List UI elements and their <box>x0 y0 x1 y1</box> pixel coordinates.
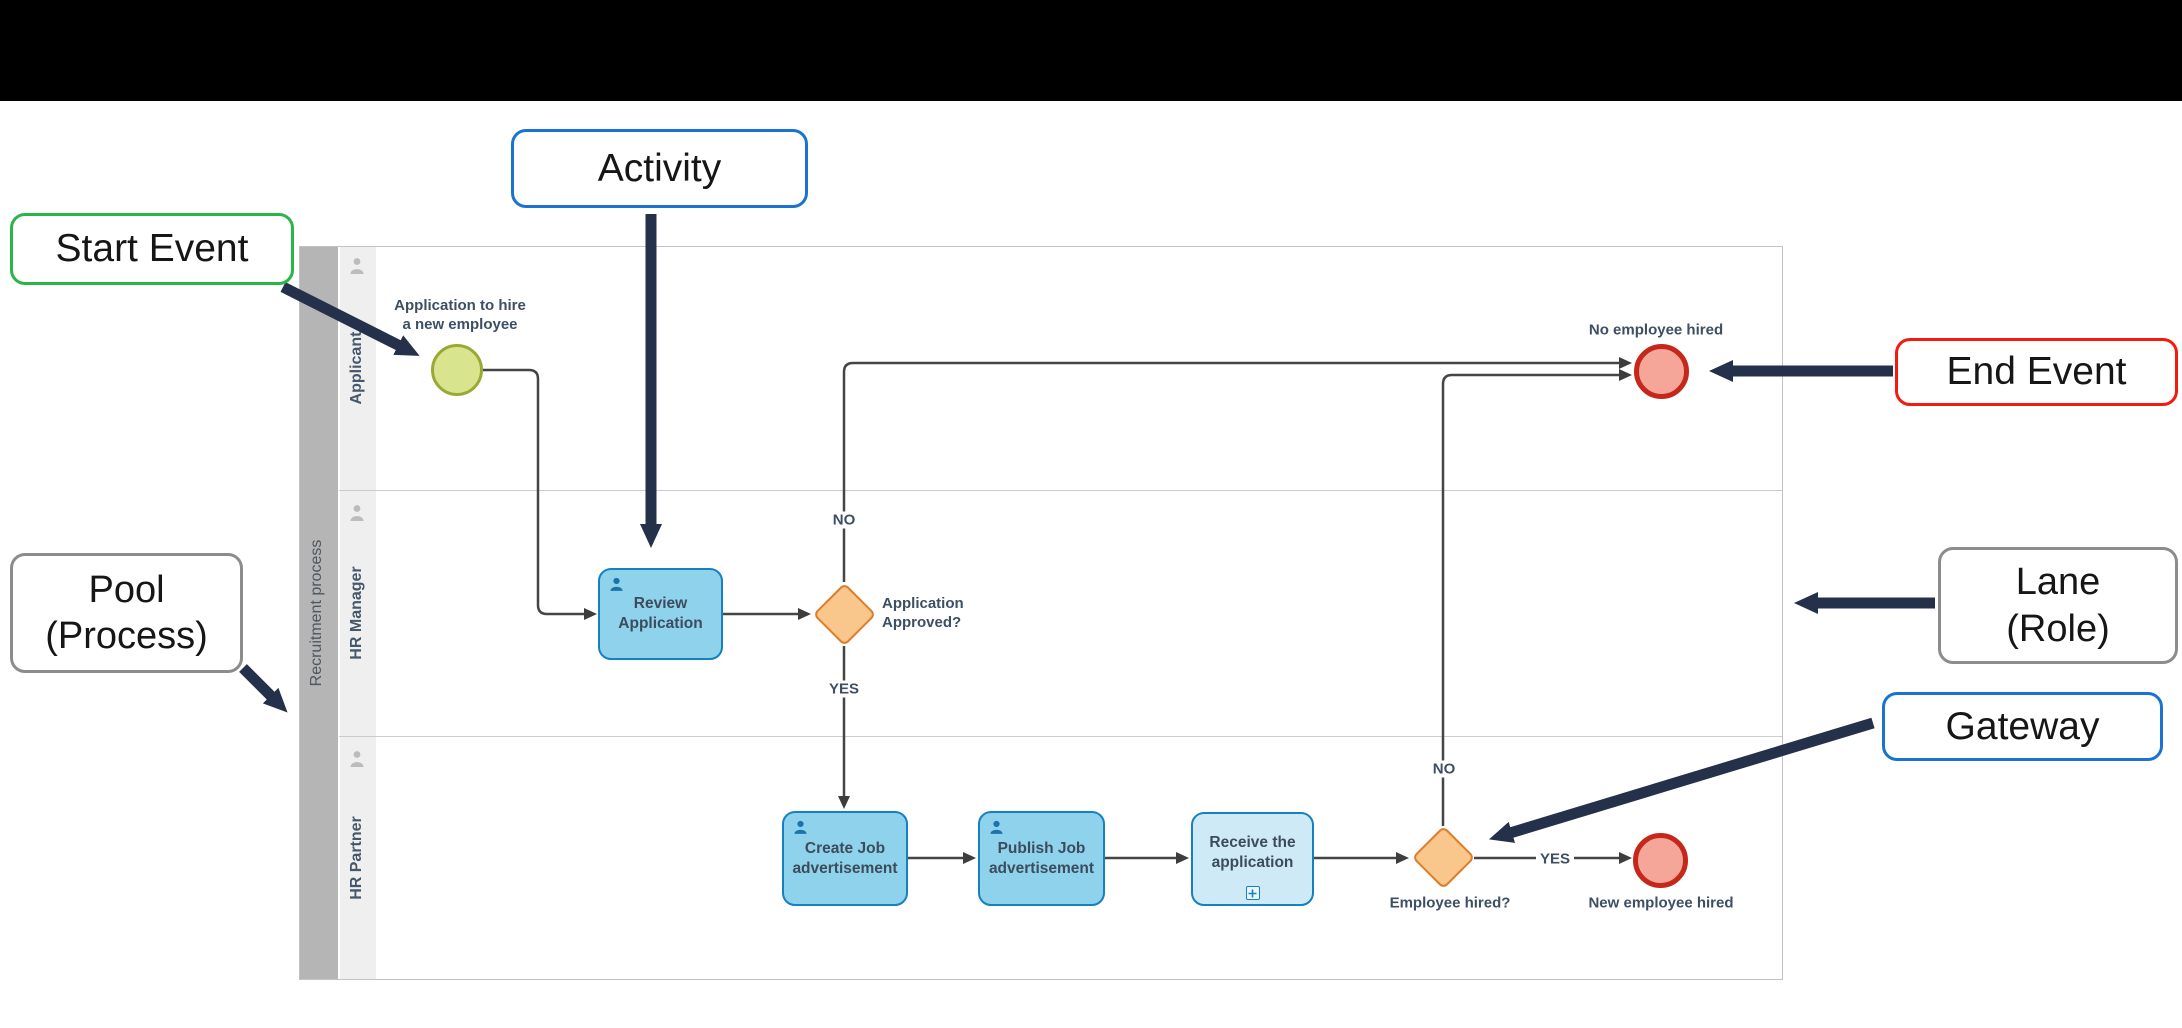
task-create-job-advertisement[interactable]: Create Job advertisement <box>782 811 908 906</box>
end-event-no-employee-hired[interactable] <box>1633 343 1689 399</box>
lane-divider-1 <box>339 490 1782 491</box>
callout-label: Activity <box>597 146 722 190</box>
callout-start-event: Start Event <box>10 213 294 285</box>
end-event1-label: No employee hired <box>1588 321 1724 339</box>
callout-label: Pool <box>88 568 165 611</box>
lane-label-hr-partner: HR Partner <box>348 816 365 900</box>
callout-label: End Event <box>1946 350 2127 394</box>
callout-lane: Lane (Role) <box>1938 547 2178 664</box>
flow-label-no: NO <box>1428 760 1460 778</box>
flow-label-yes: YES <box>1535 850 1575 868</box>
arrow-to-pool <box>239 664 288 713</box>
task-review-application[interactable]: Review Application <box>598 568 723 660</box>
callout-label: Start Event <box>55 227 249 271</box>
end-event-new-employee-hired[interactable] <box>1632 832 1688 888</box>
task-receive-application[interactable]: Receive the application <box>1191 812 1314 906</box>
callout-end-event: End Event <box>1895 338 2178 406</box>
top-banner <box>0 0 2182 101</box>
user-icon <box>794 820 807 834</box>
lane-label-applicant: Applicant <box>348 331 365 405</box>
task-label: Receive the application <box>1209 834 1296 871</box>
pool-title-bar <box>300 247 339 979</box>
end-event2-label: New employee hired <box>1588 894 1734 912</box>
lane-header-strip <box>340 247 376 979</box>
task-label: Create Job advertisement <box>792 839 898 877</box>
task-label: Review Application <box>618 595 703 632</box>
callout-label: Gateway <box>1945 704 2100 748</box>
task-label: Publish Job advertisement <box>988 839 1095 877</box>
flow-label-yes: YES <box>824 680 864 698</box>
lane-label-hr-manager: HR Manager <box>348 566 365 660</box>
callout-label: (Role) <box>2006 607 2110 650</box>
gateway1-label: Application Approved? <box>882 595 964 631</box>
callout-label: Lane <box>2015 561 2101 604</box>
person-icon <box>350 258 364 274</box>
user-icon <box>610 577 623 591</box>
person-icon <box>350 751 364 767</box>
pool-title: Recruitment process <box>308 539 325 687</box>
task-publish-job-advertisement[interactable]: Publish Job advertisement <box>978 811 1105 906</box>
callout-activity: Activity <box>511 129 808 208</box>
person-icon <box>350 505 364 521</box>
lane-divider-2 <box>339 736 1782 737</box>
start-event-label: Application to hire a new employee <box>394 297 526 333</box>
user-icon <box>990 820 1003 834</box>
callout-pool: Pool (Process) <box>10 553 243 673</box>
start-event[interactable] <box>431 344 483 396</box>
callout-gateway: Gateway <box>1882 692 2163 761</box>
flow-label-no: NO <box>828 511 860 529</box>
gateway2-label: Employee hired? <box>1389 894 1511 912</box>
subprocess-plus-icon <box>1245 886 1260 900</box>
callout-label: (Process) <box>45 615 208 657</box>
